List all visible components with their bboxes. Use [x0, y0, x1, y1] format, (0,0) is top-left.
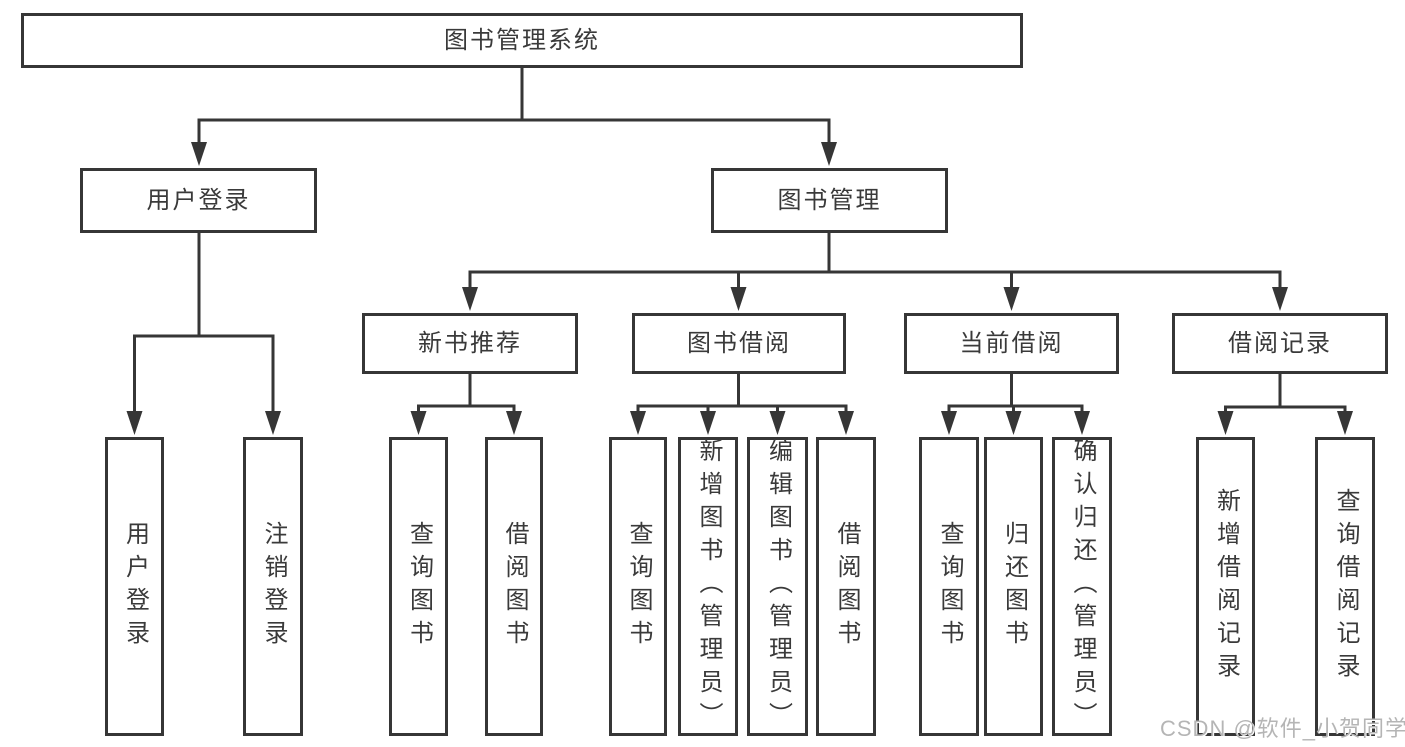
leaf-label: 归还图书 [1000, 520, 1028, 653]
node-label: 图书管理 [777, 186, 882, 214]
leaf-borrow-books-recommend: 借阅图书 [485, 437, 543, 736]
node-book-borrowing: 图书借阅 [632, 313, 846, 374]
node-label: 当前借阅 [959, 329, 1064, 357]
leaf-label: 用户登录 [121, 520, 149, 653]
leaf-label: 新增图书（管理员） [695, 438, 722, 735]
leaf-label: 确认归还（管理员） [1069, 438, 1096, 735]
leaf-user-login: 用户登录 [105, 437, 164, 736]
leaf-add-borrow-record: 新增借阅记录 [1196, 437, 1255, 736]
node-book-management: 图书管理 [711, 168, 948, 233]
node-current-borrowing: 当前借阅 [904, 313, 1119, 374]
leaf-label: 借阅图书 [833, 520, 860, 653]
leaf-label: 查询图书 [405, 520, 433, 653]
leaf-borrow-books-borrowing: 借阅图书 [816, 437, 876, 736]
leaf-query-borrow-record: 查询借阅记录 [1315, 437, 1375, 736]
leaf-label: 查询图书 [936, 520, 963, 653]
leaf-return-books: 归还图书 [984, 437, 1043, 736]
leaf-label: 注销登录 [260, 520, 287, 653]
leaf-label: 查询图书 [625, 520, 652, 653]
node-label: 用户登录 [146, 186, 251, 214]
node-label: 图书借阅 [687, 329, 791, 357]
leaf-confirm-return-admin: 确认归还（管理员） [1052, 437, 1112, 736]
leaf-label: 查询借阅记录 [1332, 487, 1359, 686]
leaf-edit-books-admin: 编辑图书（管理员） [747, 437, 808, 736]
node-label: 新书推荐 [418, 329, 522, 357]
leaf-add-books-admin: 新增图书（管理员） [678, 437, 738, 736]
leaf-label: 新增借阅记录 [1212, 487, 1240, 686]
csdn-watermark: CSDN @软件_小贺同学 [1160, 716, 1405, 741]
node-library-management-system: 图书管理系统 [21, 13, 1023, 68]
leaf-logout: 注销登录 [243, 437, 303, 736]
leaf-query-books-current: 查询图书 [919, 437, 979, 736]
node-label: 借阅记录 [1228, 329, 1332, 357]
leaf-query-books-recommend: 查询图书 [389, 437, 448, 736]
node-borrowing-records: 借阅记录 [1172, 313, 1388, 374]
leaf-query-books-borrowing: 查询图书 [609, 437, 667, 736]
node-user-login: 用户登录 [80, 168, 317, 233]
node-new-book-recommendation: 新书推荐 [362, 313, 578, 374]
node-label: 图书管理系统 [444, 26, 600, 54]
leaf-label: 编辑图书（管理员） [764, 438, 792, 735]
leaf-label: 借阅图书 [501, 520, 528, 653]
